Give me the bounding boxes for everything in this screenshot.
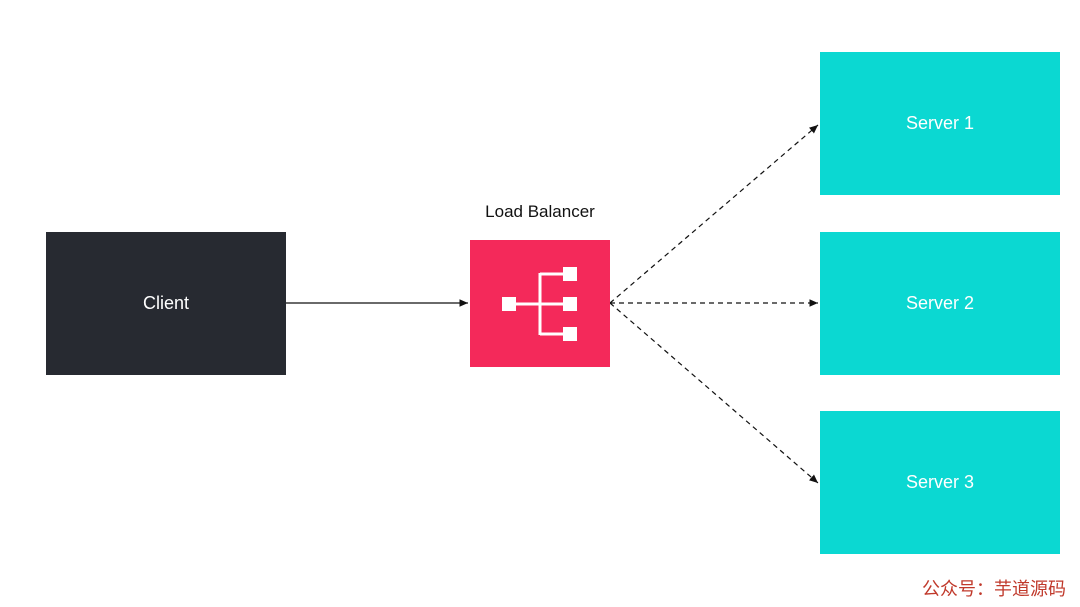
server-2-node: Server 2 (820, 232, 1060, 375)
server-2-label: Server 2 (905, 293, 975, 313)
load-balancer-node (470, 240, 610, 367)
server-3-label: Server 3 (905, 472, 975, 492)
server-3-node: Server 3 (820, 411, 1060, 554)
edge-load-balancer-to-server-1 (609, 124, 819, 304)
client-node: Client (46, 232, 286, 375)
hierarchy-icon (502, 267, 577, 341)
edge-load-balancer-to-server-3 (609, 302, 819, 484)
watermark: 公众号：芋道源码 (922, 579, 1066, 600)
server-1-label: Server 1 (905, 113, 975, 133)
load-balancer-title: Load Balancer (485, 202, 595, 221)
server-1-node: Server 1 (820, 52, 1060, 195)
client-label: Client (142, 293, 190, 313)
